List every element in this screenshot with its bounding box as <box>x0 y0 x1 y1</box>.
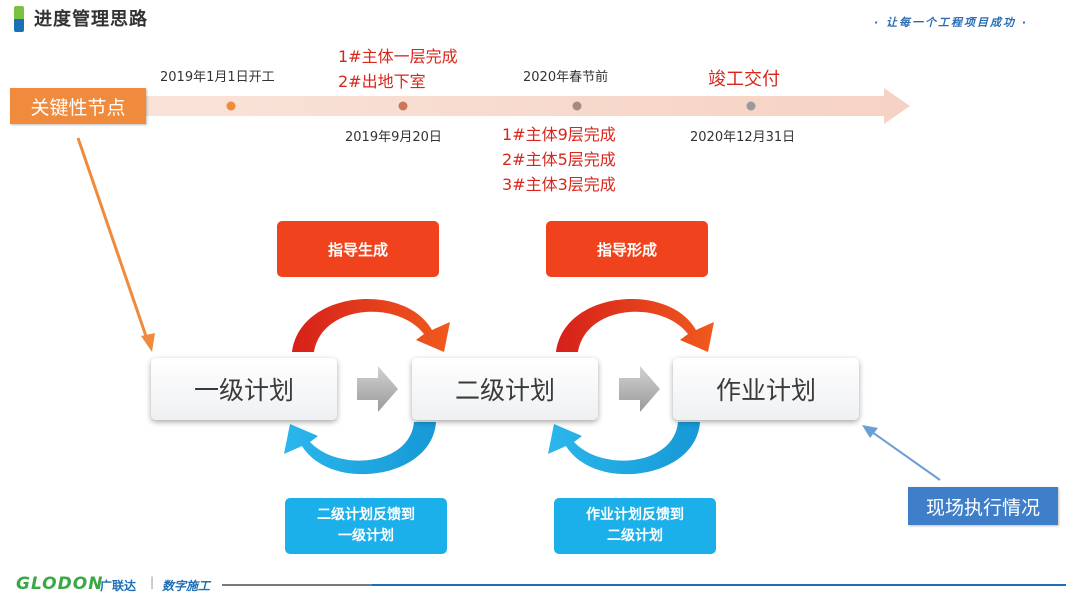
gray-arrow-2 <box>619 366 660 412</box>
glodon-logo: GLODON <box>16 574 104 594</box>
title-accent-blue <box>14 19 24 32</box>
timeline-dot-3 <box>572 101 582 111</box>
milestone-date-1231: 2020年12月31日 <box>690 130 796 145</box>
milestone-3-line2: 2#主体5层完成 <box>502 150 616 169</box>
title-accent-green <box>14 6 24 19</box>
timeline-arrow <box>146 88 910 124</box>
work-plan-box: 作业计划 <box>673 358 859 420</box>
milestone-start-date: 2019年1月1日开工 <box>160 70 275 85</box>
feedback-tag-2-line1: 作业计划反馈到 <box>586 507 684 523</box>
milestone-3-line3: 3#主体3层完成 <box>502 175 616 194</box>
blue-curve-arrow-2 <box>548 422 700 475</box>
timeline-dot-2 <box>398 101 408 111</box>
footer-subtitle: 数字施工 <box>162 579 211 593</box>
milestone-1-line2: 2#出地下室 <box>338 72 426 91</box>
blue-curve-arrow-1 <box>284 422 436 475</box>
timeline-dot-4 <box>746 101 756 111</box>
level1-plan-box: 一级计划 <box>151 358 337 420</box>
guide-generate-tag: 指导生成 <box>277 221 439 277</box>
red-curve-arrow-1 <box>292 298 450 352</box>
feedback-tag-1: 二级计划反馈到 一级计划 <box>285 498 447 554</box>
footer-separator: | <box>150 575 155 589</box>
timeline-dot-1 <box>226 101 236 111</box>
key-node-label: 关键性节点 <box>10 88 146 124</box>
feedback-tag-2: 作业计划反馈到 二级计划 <box>554 498 716 554</box>
milestone-completion: 竣工交付 <box>708 69 780 90</box>
milestone-3-line1: 1#主体9层完成 <box>502 125 616 144</box>
feedback-tag-2-line2: 二级计划 <box>607 528 663 544</box>
page-title: 进度管理思路 <box>34 9 148 30</box>
milestone-spring-festival: 2020年春节前 <box>523 70 609 85</box>
milestone-date-0920: 2019年9月20日 <box>345 130 442 145</box>
slogan: · 让每一个工程项目成功 · <box>874 16 1029 29</box>
milestone-1-line1: 1#主体一层完成 <box>338 47 458 66</box>
feedback-tag-1-line2: 一级计划 <box>338 528 394 544</box>
guide-form-tag: 指导形成 <box>546 221 708 277</box>
gray-arrow-1 <box>357 366 398 412</box>
feedback-tag-1-line1: 二级计划反馈到 <box>317 507 415 523</box>
key-node-pointer <box>76 137 150 343</box>
red-curve-arrow-2 <box>556 298 714 352</box>
field-pointer <box>871 431 941 481</box>
field-execution-label: 现场执行情况 <box>908 487 1058 525</box>
level2-plan-box: 二级计划 <box>412 358 598 420</box>
glodon-logo-cn: 广联达 <box>100 579 137 593</box>
